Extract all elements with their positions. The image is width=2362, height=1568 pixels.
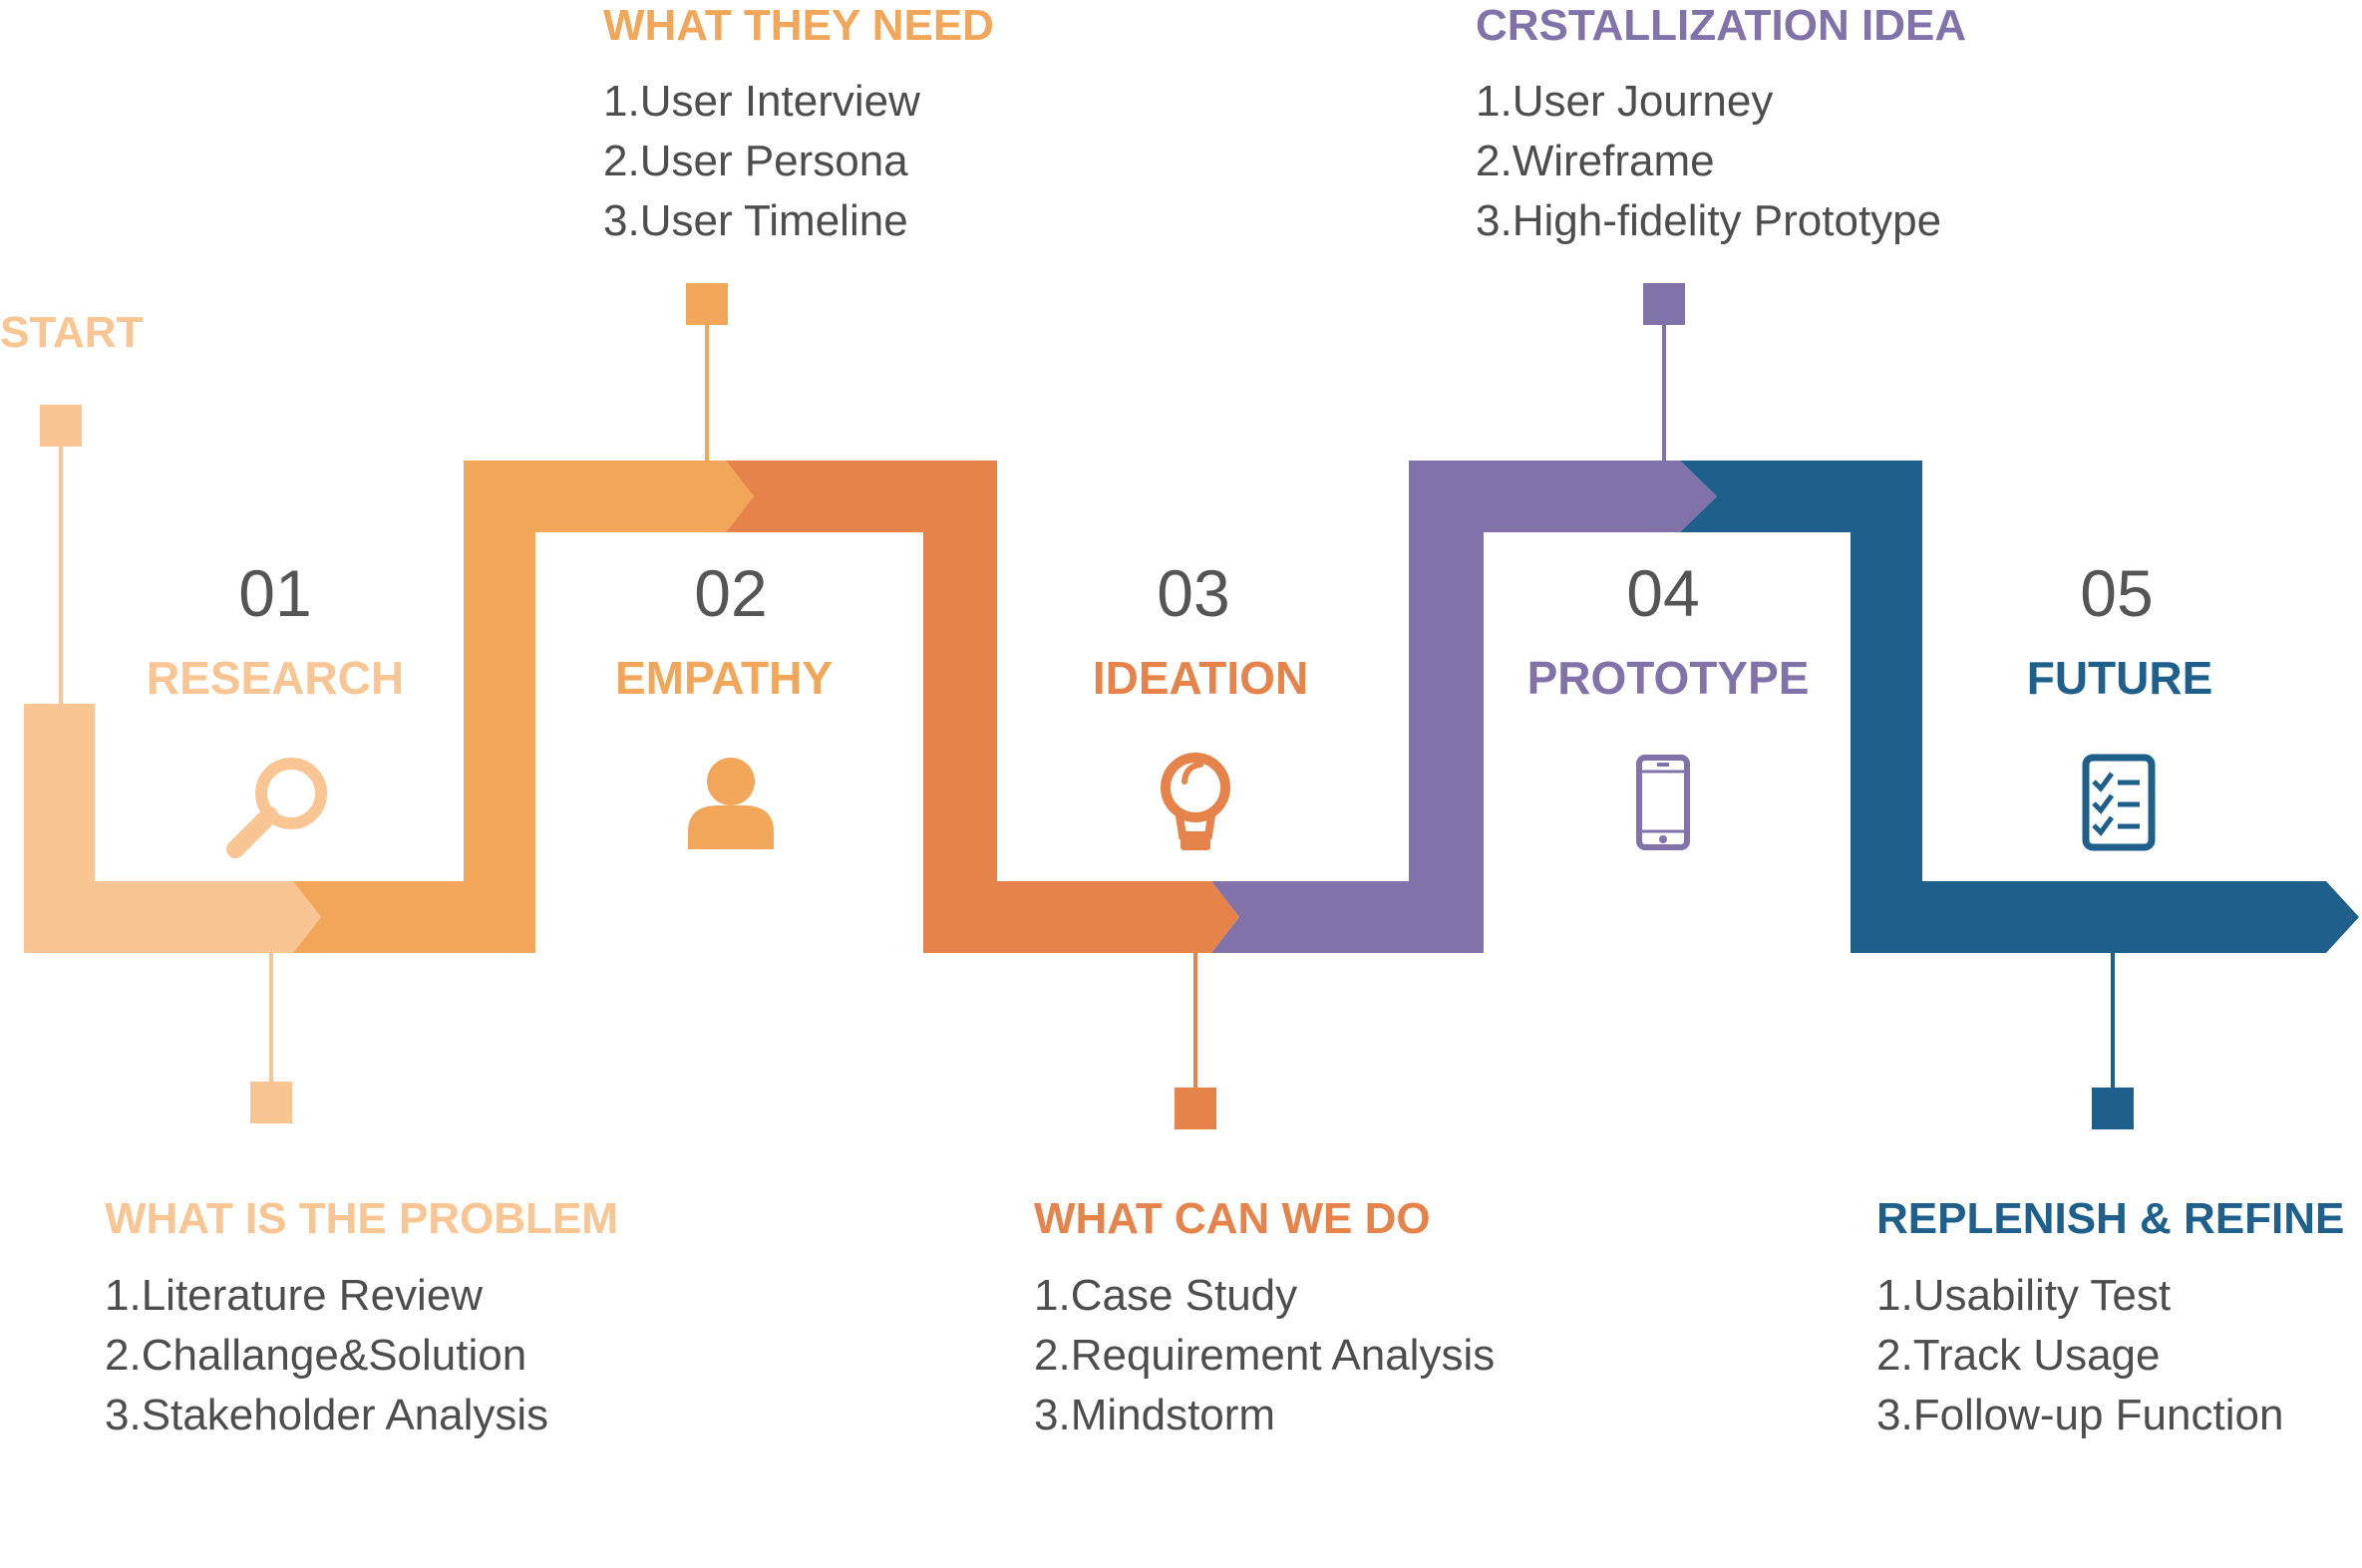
start-label: START: [0, 308, 144, 357]
start-marker: [40, 405, 82, 447]
stage-number: 02: [694, 556, 767, 630]
callout-item: 2.Wireframe: [1476, 137, 1715, 185]
callout-empathy: WHAT THEY NEED 1.User Interview 2.User P…: [603, 1, 994, 245]
stage-number: 04: [1626, 556, 1699, 630]
connector-marker-ideation: [1175, 1088, 1216, 1129]
stage-number: 05: [2080, 556, 2153, 630]
connectors: [40, 283, 2134, 1129]
callout-item: 3.Follow-up Function: [1876, 1391, 2283, 1439]
callout-ideation: WHAT CAN WE DO 1.Case Study 2.Requiremen…: [1034, 1194, 1495, 1439]
stage-label: RESEARCH: [147, 652, 404, 704]
user-icon: [688, 758, 774, 849]
stage-number: 01: [238, 556, 311, 630]
callout-item: 2.User Persona: [603, 137, 908, 185]
magnifier-icon: [226, 758, 327, 858]
stage-label: IDEATION: [1093, 652, 1308, 704]
callout-item: 2.Track Usage: [1876, 1331, 2160, 1380]
callout-research: WHAT IS THE PROBLEM 1.Literature Review …: [105, 1194, 618, 1439]
lightbulb-icon: [1161, 753, 1230, 850]
callout-item: 1.Usability Test: [1876, 1271, 2171, 1320]
connector-marker-research: [250, 1082, 292, 1123]
callout-item: 3.Mindstorm: [1034, 1391, 1275, 1439]
connector-marker-prototype: [1643, 283, 1685, 325]
path-segment-empathy: [293, 461, 754, 953]
stage-label: PROTOTYPE: [1527, 652, 1810, 704]
callout-item: 1.User Interview: [603, 77, 920, 126]
callout-item: 3.User Timeline: [603, 196, 908, 245]
callout-item: 3.Stakeholder Analysis: [105, 1391, 548, 1439]
smartphone-icon: [1636, 755, 1690, 850]
callout-title: CRSTALLIZATION IDEA: [1476, 1, 1966, 50]
callout-title: REPLENISH & REFINE: [1876, 1194, 2344, 1243]
callout-item: 1.User Journey: [1476, 77, 1773, 126]
path-segment-ideation: [726, 461, 1239, 953]
callout-item: 2.Challange&Solution: [105, 1331, 526, 1380]
path-segment-future: [1680, 461, 2359, 953]
stage-ideation: 03 IDEATION: [1093, 556, 1308, 704]
callout-title: WHAT THEY NEED: [603, 1, 994, 50]
callout-title: WHAT CAN WE DO: [1034, 1194, 1431, 1243]
callout-prototype: CRSTALLIZATION IDEA 1.User Journey 2.Wir…: [1476, 1, 1966, 245]
callout-item: 1.Case Study: [1034, 1271, 1297, 1320]
path-segment-prototype: [1211, 461, 1717, 953]
path-segment-research: [24, 704, 321, 953]
callout-future: REPLENISH & REFINE 1.Usability Test 2.Tr…: [1876, 1194, 2344, 1439]
checklist-icon: [2082, 754, 2156, 851]
process-path: [24, 461, 2359, 953]
stage-number: 03: [1157, 556, 1229, 630]
stages: 01 RESEARCH 02 EMPATHY 03 IDEATION 04 PR…: [147, 556, 2212, 704]
callout-item: 2.Requirement Analysis: [1034, 1331, 1495, 1380]
stage-prototype: 04 PROTOTYPE: [1527, 556, 1810, 704]
stage-label: EMPATHY: [615, 652, 833, 704]
connector-marker-future: [2092, 1088, 2134, 1129]
callout-item: 1.Literature Review: [105, 1271, 483, 1320]
stage-future: 05 FUTURE: [2027, 556, 2213, 704]
connector-marker-empathy: [686, 283, 728, 325]
stage-research: 01 RESEARCH: [147, 556, 404, 704]
callout-title: WHAT IS THE PROBLEM: [105, 1194, 618, 1243]
callout-item: 3.High-fidelity Prototype: [1476, 196, 1941, 245]
stage-label: FUTURE: [2027, 652, 2213, 704]
stage-empathy: 02 EMPATHY: [615, 556, 833, 704]
